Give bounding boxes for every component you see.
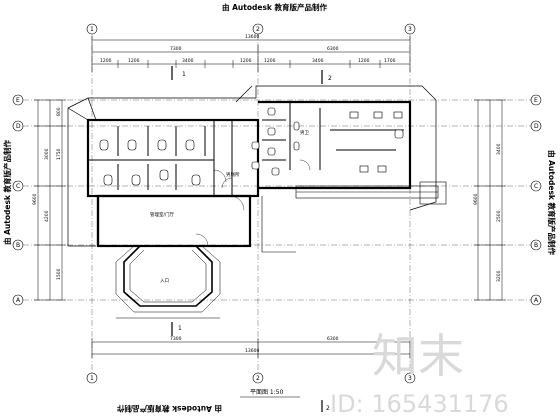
dim-top-sub-2: 3400 [182, 58, 194, 64]
dim-left-overall: 9600 [32, 193, 38, 205]
dim-left-sub-1: 1750 [56, 148, 62, 160]
dim-left-sub-2: 3000 [44, 148, 50, 160]
bay-window-inner [115, 245, 221, 319]
axis-label-bottom-1: 1 [90, 375, 94, 382]
axis-label-right-B: B [534, 242, 538, 249]
dim-top-sub-7: 1700 [384, 58, 396, 64]
dim-bottom-overall: 13600 [245, 348, 259, 354]
dim-bottom-left: 7300 [170, 336, 182, 342]
door-swings [195, 159, 311, 247]
watermark-left: 由 Autodesk 教育版产品制作 [2, 139, 12, 245]
axis-centerlines [23, 34, 531, 373]
axis-label-left-E: E [16, 97, 20, 104]
interior-walls [88, 102, 404, 196]
axis-label-right-C: C [534, 183, 538, 190]
dim-top-left: 7300 [170, 46, 182, 52]
dim-top-sub-6: 1200 [358, 58, 370, 64]
dim-left-sub-0: 800 [56, 107, 62, 116]
dim-right-sub-0: 3400 [496, 143, 502, 155]
dim-top-sub-0: 1200 [100, 58, 112, 64]
top-dimension-lines [91, 36, 411, 72]
dim-top-sub-3: 1200 [240, 58, 252, 64]
axis-label-left-B: B [16, 242, 20, 249]
axis-label-left-A: A [16, 297, 21, 304]
dim-top-overall: 13600 [245, 34, 259, 40]
brand-logo-text: 知末 [372, 329, 464, 383]
section-mark-1-top: 1 [182, 71, 186, 78]
dim-top-sub-4: 1200 [264, 58, 276, 64]
watermark-bottom: 由 Autodesk 教育版产品制作 [116, 404, 222, 414]
ramp [261, 181, 447, 253]
roof-outline [67, 85, 437, 247]
axis-label-top-1: 1 [90, 26, 94, 33]
section-mark-2-top: 2 [328, 75, 332, 82]
room-label-wc-right: 男卫 [300, 130, 309, 136]
room-label-mens: 男厕所 [226, 171, 240, 178]
dim-top-right: 6300 [327, 46, 339, 52]
watermark-right: 由 Autodesk 教育版产品制作 [547, 150, 557, 256]
dim-right-sub-1: 2500 [496, 210, 502, 222]
axis-label-bottom-2: 2 [256, 375, 260, 382]
section-marks [171, 66, 323, 412]
bottom-dimension-lines [91, 338, 411, 358]
axis-label-right-E: E [534, 97, 538, 104]
axis-label-left-D: D [16, 123, 21, 130]
dim-left-sub-3: 4200 [44, 210, 50, 222]
dim-top-sub-1: 1200 [128, 58, 140, 64]
room-label-lobby: 管理室/门厅 [150, 211, 175, 218]
axis-label-left-C: C [16, 183, 20, 190]
dim-right-overall: 9600 [473, 193, 479, 205]
bay-window [123, 245, 213, 307]
axis-label-right-D: D [534, 123, 539, 130]
dim-right-sub-2: 3200 [496, 270, 502, 282]
dim-left-sub-4: 1500 [56, 268, 62, 280]
exterior-walls [86, 100, 412, 248]
section-mark-1-bottom: 1 [178, 325, 182, 332]
dim-top-sub-5: 3400 [312, 58, 324, 64]
axis-label-top-2: 2 [256, 26, 260, 33]
watermark-top: 由 Autodesk 教育版产品制作 [222, 2, 328, 12]
drawing-title: 平面图 1:50 [250, 389, 284, 396]
dim-bottom-right: 6300 [327, 336, 339, 342]
axis-label-top-3: 3 [408, 26, 412, 33]
image-id-text: ID: 165431176 [330, 390, 509, 418]
axis-label-right-A: A [534, 297, 539, 304]
room-label-entry: 入口 [160, 278, 169, 284]
axis-label-bottom-3: 3 [408, 375, 412, 382]
section-mark-2-bottom: 2 [326, 405, 330, 412]
toilet-fixtures [99, 107, 404, 186]
